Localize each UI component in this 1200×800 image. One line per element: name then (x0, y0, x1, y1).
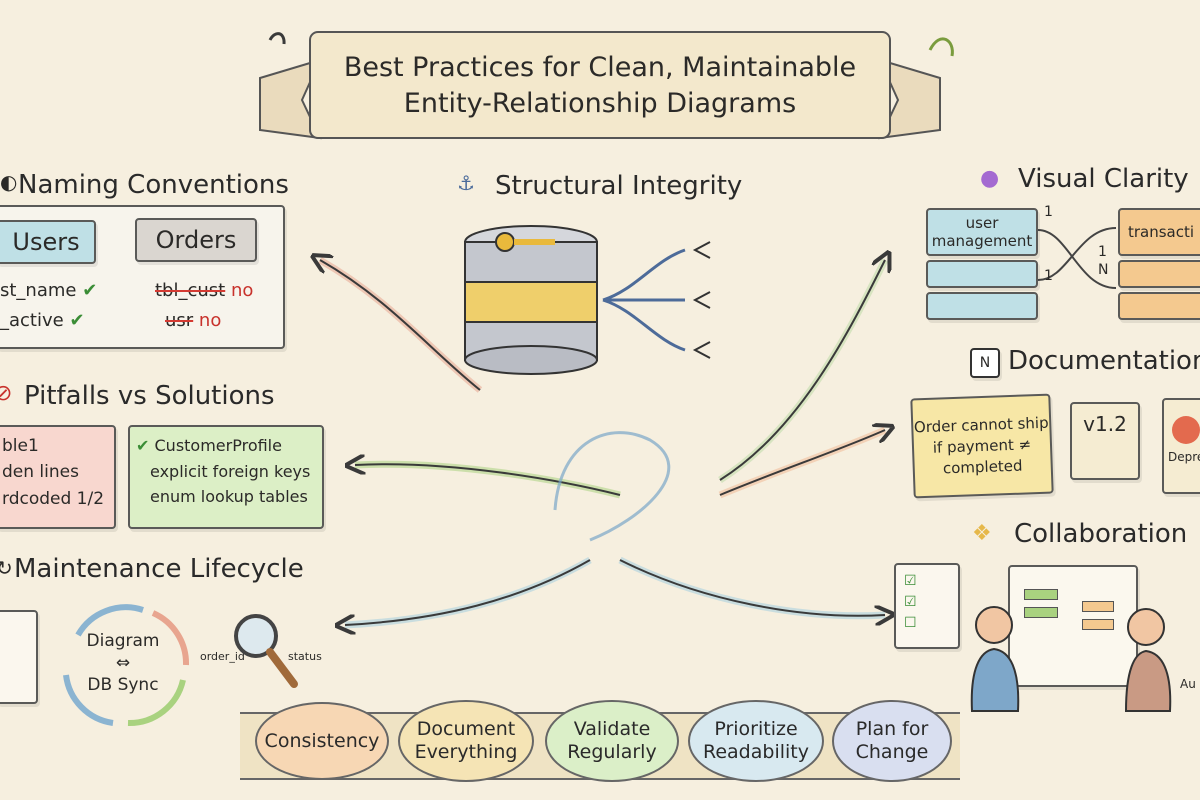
cardinality-one: 1 (1044, 204, 1053, 220)
column-order-id: order_id (200, 650, 245, 663)
good-field-1: st_name ✔ (0, 280, 98, 301)
transaction-table: transacti (1118, 208, 1200, 256)
good-field-2: _active ✔ (0, 310, 85, 331)
section-collaboration: ❖ Collaboration ☑☑☐ Au (890, 515, 1200, 715)
document-stack-icon (0, 610, 38, 704)
database-key-icon (464, 225, 711, 375)
section-naming-conventions: ◐ Naming Conventions Users Orders st_nam… (0, 160, 290, 360)
table-row-placeholder (1118, 260, 1200, 288)
user-management-table: user management (926, 208, 1038, 256)
solutions-card: ✔ CustomerProfile explicit foreign keys … (128, 425, 324, 529)
title-line-2: Entity-Relationship Diagrams (403, 88, 797, 119)
section-pitfalls-solutions: ⊘ Pitfalls vs Solutions ble1 den lines r… (0, 375, 330, 535)
calendar-icon: N (970, 348, 1000, 378)
solution-item: enum lookup tables (150, 487, 308, 507)
version-label: v1.2 (1083, 412, 1127, 436)
principle-plan-for-change: Plan for Change (832, 700, 952, 782)
naming-title: Naming Conventions (18, 170, 289, 200)
deprecated-card: Depre (1162, 398, 1200, 494)
collaborators-illustration (970, 606, 1172, 712)
cardinality-one: 1 (1044, 268, 1053, 284)
checklist-icon: ☑☑☐ (894, 563, 960, 649)
principle-validate-regularly: Validate Regularly (545, 700, 679, 782)
sync-cycle-icon (63, 604, 190, 727)
principle-prioritize-readability: Prioritize Readability (688, 700, 824, 782)
chat-bubble-icon: ❖ (972, 521, 992, 546)
table-row-placeholder (1118, 292, 1200, 320)
structure-icon: ⚓ (457, 171, 475, 195)
checkmark-icon: ✔ (82, 280, 98, 301)
users-table-label: Users (0, 220, 96, 264)
structural-title: Structural Integrity (495, 171, 743, 201)
bad-field-2: usr no (165, 310, 222, 331)
whiteboard (1008, 565, 1138, 687)
solution-item: CustomerProfile (154, 436, 282, 455)
section-documentation: N Documentation Order cannot ship if pay… (900, 340, 1200, 500)
title-line-1: Best Practices for Clean, Maintainable (343, 51, 857, 83)
cut-label: Au (1180, 677, 1196, 691)
cardinality-many: N (1098, 262, 1109, 278)
seal-icon (1172, 416, 1200, 444)
table-row-placeholder (926, 292, 1038, 320)
orders-table-label: Orders (135, 218, 257, 262)
solution-item: explicit foreign keys (150, 461, 311, 481)
cycle-label: Diagram ⇔ DB Sync (86, 631, 160, 696)
bad-field-1: tbl_cust no (155, 280, 254, 301)
sticky-note: Order cannot ship if payment ≠ completed (910, 393, 1054, 499)
column-status: status (288, 650, 322, 663)
version-card: v1.2 (1070, 402, 1140, 480)
maintenance-title: Maintenance Lifecycle (14, 554, 304, 584)
section-visual-clarity: ● Visual Clarity user management transac… (920, 160, 1200, 330)
pitfalls-title: Pitfalls vs Solutions (24, 381, 275, 411)
banner-scroll-shape (259, 31, 954, 140)
title-banner: Best Practices for Clean, Maintainable E… (240, 20, 960, 150)
section-maintenance-lifecycle: ↻ Maintenance Lifecycle Diagram ⇔ DB Syn… (0, 550, 330, 750)
pitfall-item: rdcoded 1/2 (2, 488, 105, 509)
collaboration-title: Collaboration (1014, 519, 1188, 549)
pitfall-item: ble1 (2, 436, 39, 456)
documentation-title: Documentation (1008, 346, 1200, 376)
magnifier-icon (234, 614, 298, 688)
cardinality-one: 1 (1098, 244, 1107, 260)
globe-icon: ◐ (0, 170, 18, 194)
deprecated-label: Depre (1168, 450, 1200, 464)
table-row-placeholder (926, 260, 1038, 288)
checkmark-icon: ✔ (136, 436, 150, 455)
section-structural-integrity: ⚓ Structural Integrity (455, 165, 755, 385)
relationship-lines (1038, 227, 1117, 289)
color-wheel-icon: ● (980, 166, 1000, 191)
principle-document-everything: Document Everything (398, 700, 534, 782)
pitfall-item: den lines (2, 462, 79, 483)
prohibited-icon: ⊘ (0, 381, 13, 406)
pitfalls-card: ble1 den lines rdcoded 1/2 (0, 425, 116, 529)
checkmark-icon: ✔ (69, 310, 85, 331)
principle-consistency: Consistency (255, 702, 389, 780)
lifecycle-arrow-icon: ↻ (0, 556, 13, 580)
visual-title: Visual Clarity (1018, 164, 1189, 194)
